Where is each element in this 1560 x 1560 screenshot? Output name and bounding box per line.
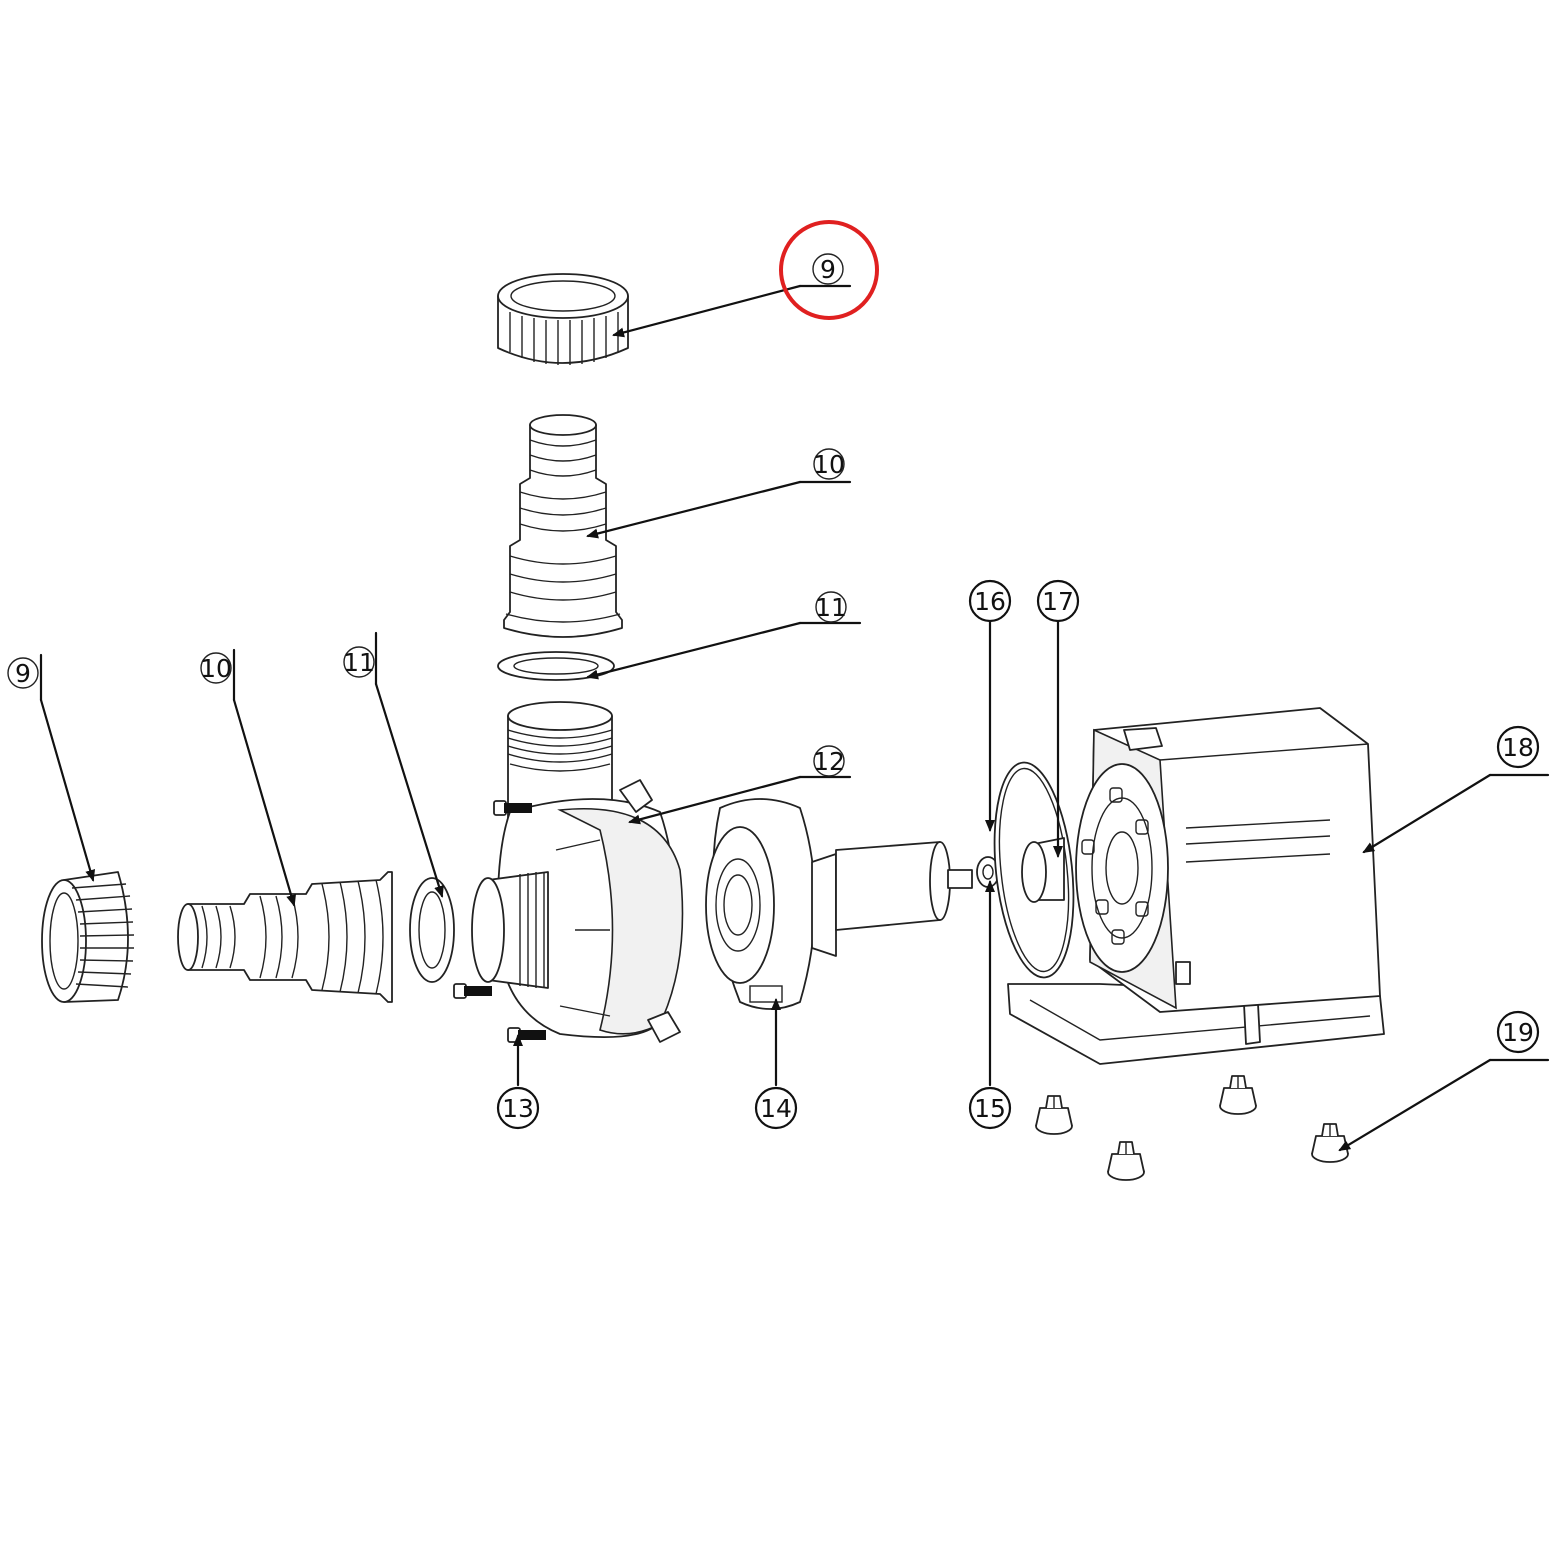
callout-10-top: 10 bbox=[813, 448, 845, 480]
pump-volute-housing bbox=[471, 701, 684, 1043]
callout-12-label: 12 bbox=[813, 747, 845, 776]
callout-9-left: 9 bbox=[7, 657, 39, 689]
hose-barb-top bbox=[503, 414, 623, 638]
callout-17-label: 17 bbox=[1042, 587, 1074, 616]
callout-11-top: 11 bbox=[815, 591, 847, 623]
callout-9-top-label: 9 bbox=[820, 255, 836, 284]
callout-11-left: 11 bbox=[343, 646, 375, 678]
callout-10-top-label: 10 bbox=[813, 450, 845, 479]
callout-15-label: 15 bbox=[974, 1094, 1006, 1123]
rubber-foot bbox=[1035, 1095, 1073, 1135]
screw-upper bbox=[493, 800, 532, 816]
callout-11-left-label: 11 bbox=[343, 648, 375, 677]
union-nut-top bbox=[497, 273, 629, 365]
callout-14-label: 14 bbox=[760, 1094, 792, 1123]
callout-19: 19 bbox=[1496, 1010, 1540, 1054]
rotor-shaft bbox=[811, 841, 973, 957]
leader-lines bbox=[39, 284, 1550, 1152]
rubber-foot bbox=[1219, 1075, 1257, 1115]
callout-11-top-label: 11 bbox=[815, 593, 847, 622]
highlight-circle bbox=[779, 220, 879, 320]
union-nut-left bbox=[41, 871, 135, 1003]
seal-ring-top bbox=[497, 651, 615, 681]
screw-middle bbox=[453, 983, 492, 999]
callout-15: 15 bbox=[968, 1086, 1012, 1130]
callout-16-label: 16 bbox=[974, 587, 1006, 616]
hose-barb-left bbox=[177, 871, 393, 1003]
callout-19-label: 19 bbox=[1502, 1018, 1534, 1047]
motor-body bbox=[1007, 707, 1385, 1065]
callout-10-left: 10 bbox=[200, 652, 232, 684]
rubber-feet bbox=[1035, 1075, 1349, 1181]
callout-14: 14 bbox=[754, 1086, 798, 1130]
seal-ring-left bbox=[409, 877, 455, 983]
callout-18-label: 18 bbox=[1502, 733, 1534, 762]
callout-10-left-label: 10 bbox=[200, 654, 232, 683]
callout-9-left-label: 9 bbox=[15, 659, 31, 688]
callout-9-top: 9 bbox=[812, 253, 844, 285]
callout-13: 13 bbox=[496, 1086, 540, 1130]
impeller-plate bbox=[705, 798, 816, 1010]
callout-17: 17 bbox=[1036, 579, 1080, 623]
callout-13-label: 13 bbox=[502, 1094, 534, 1123]
callout-labels: 9 10 11 12 9 10 11 13 bbox=[7, 253, 1540, 1130]
rubber-foot bbox=[1107, 1141, 1145, 1181]
callout-12: 12 bbox=[813, 745, 845, 777]
callout-16: 16 bbox=[968, 579, 1012, 623]
rubber-foot bbox=[1311, 1123, 1349, 1163]
screw-lower bbox=[507, 1027, 546, 1043]
callout-18: 18 bbox=[1496, 725, 1540, 769]
